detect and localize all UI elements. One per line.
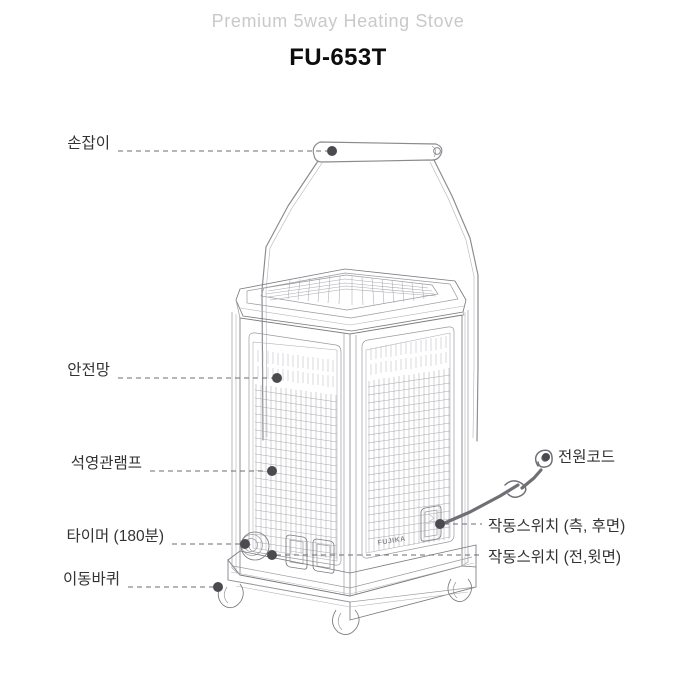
label-switch-front: 작동스위치 (전,윗면) — [488, 549, 622, 566]
label-handle: 손잡이 — [67, 135, 110, 152]
label-safety-net: 안전망 — [67, 362, 110, 379]
side-safety-mesh — [367, 368, 451, 552]
front-grille-panel — [248, 332, 342, 566]
label-switch-side: 작동스위치 (측, 후면) — [488, 518, 626, 535]
top-grille-mesh — [265, 275, 437, 306]
label-quartz-lamp: 석영관램프 — [70, 455, 142, 472]
caster-wheels — [217, 578, 473, 636]
front-louver-vents — [257, 350, 334, 387]
stove-base — [227, 544, 477, 621]
label-caster: 이동바퀴 — [62, 571, 120, 588]
label-timer: 타이머 (180분) — [66, 528, 164, 545]
side-rocker-switch[interactable] — [420, 505, 442, 542]
side-louver-vents — [370, 336, 447, 375]
annotation-leaders — [118, 146, 550, 592]
brand-logo: FUJIKA — [377, 536, 406, 547]
product-subtitle: Premium 5way Heating Stove — [211, 11, 465, 31]
front-safety-mesh — [254, 384, 338, 559]
stove-top-plate — [235, 268, 467, 335]
handle-assembly — [261, 141, 479, 442]
power-cord — [438, 449, 553, 527]
side-grille-panel — [361, 326, 455, 559]
product-model-number: FU-653T — [289, 44, 387, 71]
label-power-cord: 전원코드 — [558, 449, 616, 466]
